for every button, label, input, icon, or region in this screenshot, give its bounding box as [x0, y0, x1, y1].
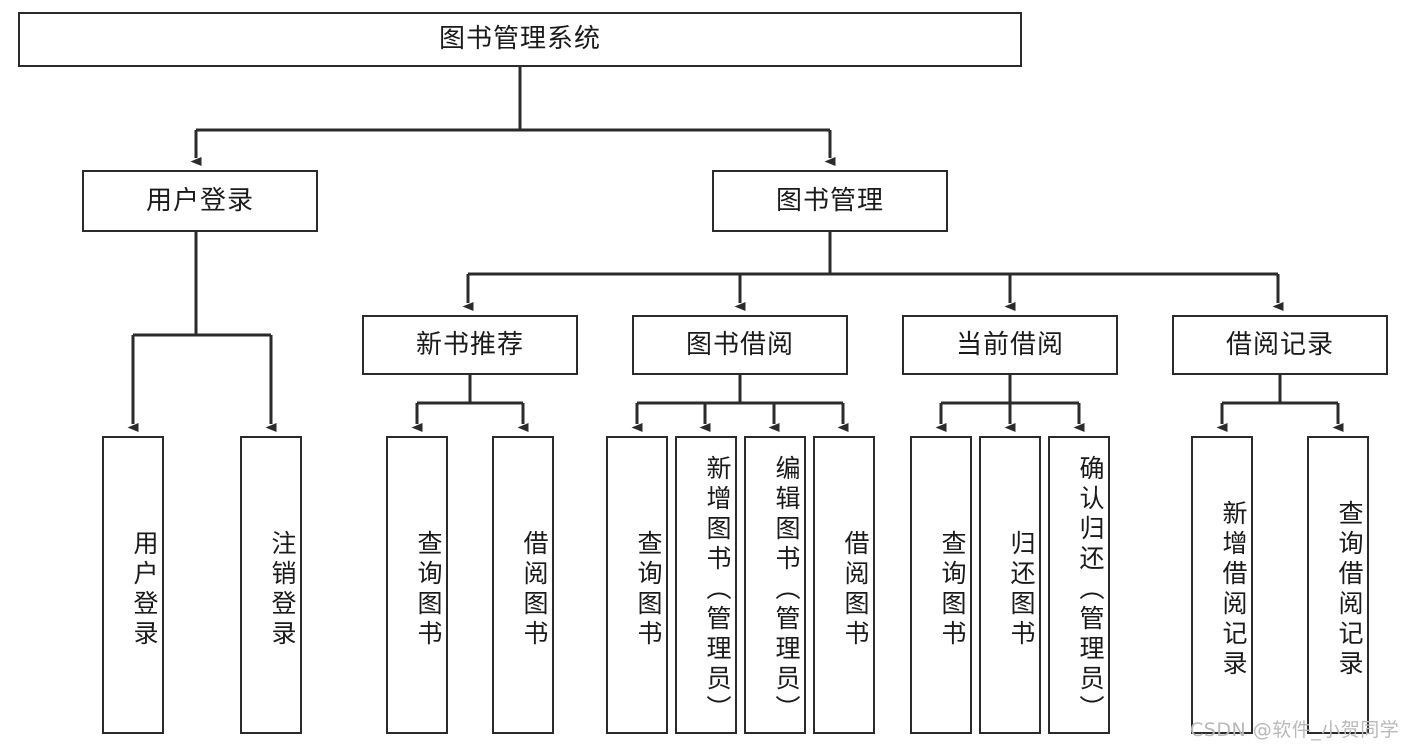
node-label: 查询图书 — [414, 530, 443, 650]
leaf-query-book-recommend[interactable]: 查询图书 — [386, 436, 448, 734]
csdn-watermark: CSDN @软件_小贺同学 — [1190, 719, 1400, 741]
node-new-book-recommend[interactable]: 新书推荐 — [362, 315, 578, 375]
leaf-query-book-current[interactable]: 查询图书 — [910, 436, 972, 734]
node-label: 新增借阅记录 — [1219, 500, 1248, 680]
leaf-logout[interactable]: 注销登录 — [240, 436, 302, 734]
leaf-borrow-book-recommend[interactable]: 借阅图书 — [492, 436, 554, 734]
leaf-add-borrow-record[interactable]: 新增借阅记录 — [1191, 436, 1253, 734]
node-label: 图书借阅 — [685, 329, 794, 360]
node-label: 图书管理 — [775, 185, 884, 216]
node-root-system[interactable]: 图书管理系统 — [18, 12, 1022, 67]
leaf-query-book-borrow[interactable]: 查询图书 — [606, 436, 668, 734]
node-label: 图书管理系统 — [438, 24, 601, 55]
node-current-borrow[interactable]: 当前借阅 — [902, 315, 1118, 375]
node-label: 编辑图书（管理员） — [772, 455, 801, 725]
node-label: 注销登录 — [268, 530, 297, 650]
node-borrow-record[interactable]: 借阅记录 — [1172, 315, 1388, 375]
node-book-borrow[interactable]: 图书借阅 — [632, 315, 848, 375]
node-label: 用户登录 — [130, 530, 159, 650]
leaf-return-book[interactable]: 归还图书 — [979, 436, 1041, 734]
leaf-edit-book-admin[interactable]: 编辑图书（管理员） — [744, 436, 806, 734]
leaf-add-book-admin[interactable]: 新增图书（管理员） — [675, 436, 737, 734]
node-label: 查询图书 — [938, 530, 967, 650]
node-label: 当前借阅 — [955, 329, 1064, 360]
node-label: 借阅图书 — [841, 530, 870, 650]
node-label: 查询图书 — [634, 530, 663, 650]
node-label: 归还图书 — [1007, 530, 1036, 650]
node-user-login[interactable]: 用户登录 — [82, 170, 318, 232]
leaf-query-borrow-record[interactable]: 查询借阅记录 — [1307, 436, 1369, 734]
node-label: 借阅图书 — [520, 530, 549, 650]
node-book-management[interactable]: 图书管理 — [712, 170, 948, 232]
node-label: 用户登录 — [145, 185, 254, 216]
leaf-confirm-return-admin[interactable]: 确认归还（管理员） — [1048, 436, 1110, 734]
node-label: 新增图书（管理员） — [703, 455, 732, 725]
node-label: 查询借阅记录 — [1335, 500, 1364, 680]
node-label: 借阅记录 — [1225, 329, 1334, 360]
leaf-user-login[interactable]: 用户登录 — [102, 436, 164, 734]
node-label: 新书推荐 — [415, 329, 524, 360]
node-label: 确认归还（管理员） — [1076, 455, 1105, 725]
leaf-borrow-book[interactable]: 借阅图书 — [813, 436, 875, 734]
